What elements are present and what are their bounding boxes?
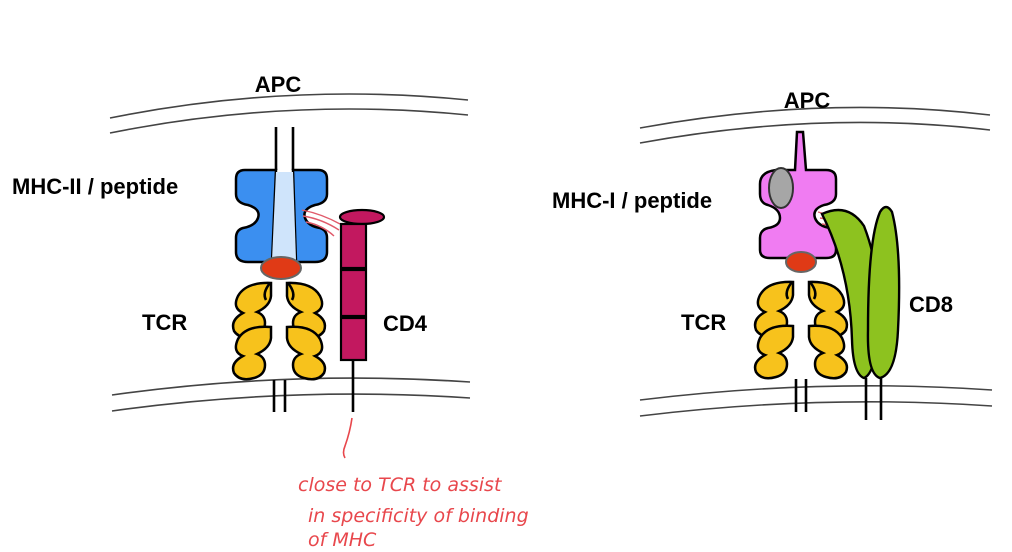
tcr-right [753, 280, 849, 380]
handwritten-note: close to TCR to assist in specificity of… [298, 474, 529, 551]
apc-membrane-right [639, 106, 991, 144]
mhc-ii-alpha-chain [234, 168, 278, 264]
mhc-ii-label: MHC-II / peptide [12, 174, 178, 199]
cd4-contact-lines [301, 209, 341, 237]
mhc-i-label: MHC-I / peptide [552, 188, 712, 213]
apc-label-left: APC [255, 72, 302, 97]
peptide-right [785, 251, 817, 273]
tcr-label-left: TCR [142, 310, 187, 335]
left-panel: APC MHC-II / peptide TCR CD4 [12, 72, 471, 412]
mhc-ii-beta-chain [291, 168, 329, 264]
cd8-chain-b [866, 205, 901, 380]
mhc-ii-tails [274, 127, 295, 170]
apc-label-right: APC [784, 88, 831, 113]
tcr-left-stalks [263, 282, 295, 412]
cd4-label: CD4 [383, 311, 428, 336]
cd8-label: CD8 [909, 292, 953, 317]
mhc-i-light-chain [768, 167, 794, 209]
mhc-i-molecule [758, 130, 838, 260]
cd8-stalks [864, 378, 883, 420]
mhc-ii-groove [272, 172, 296, 260]
tcr-left [231, 281, 327, 381]
tcell-membrane-left [111, 377, 471, 412]
note-line-1: close to TCR to assist [298, 474, 503, 496]
cd8-molecule [820, 205, 901, 380]
annotation-pointer [342, 417, 353, 459]
note-line-2: in specificity of binding [308, 505, 529, 527]
tcr-right-stalks [785, 281, 817, 412]
cd4-molecule [338, 208, 386, 412]
peptide-left [260, 256, 302, 280]
note-line-3: of MHC [308, 529, 377, 551]
tcell-membrane-right [639, 384, 993, 417]
mhc-ii-molecule [234, 168, 329, 264]
right-panel: APC MHC-I / peptide TCR CD8 [552, 88, 993, 420]
apc-membrane-left [109, 93, 469, 134]
tcr-label-right: TCR [681, 310, 726, 335]
